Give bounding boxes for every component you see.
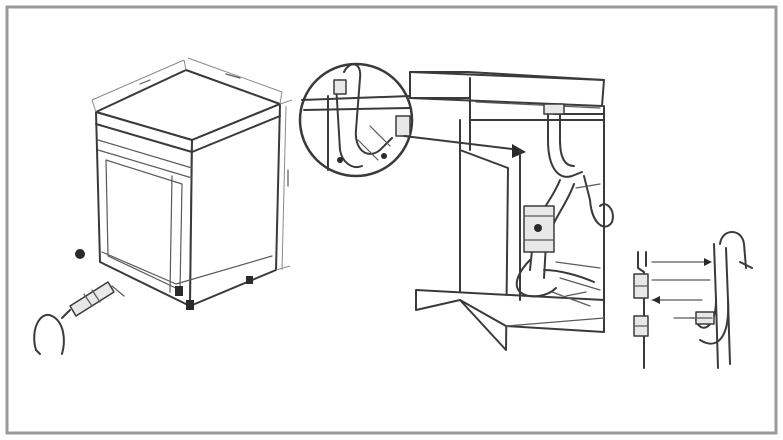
countertop bbox=[409, 71, 605, 107]
diagram-border bbox=[5, 5, 778, 435]
trap-detail bbox=[633, 231, 753, 369]
p-trap bbox=[583, 175, 614, 228]
hose-hook bbox=[33, 313, 65, 355]
magnifier-detail bbox=[298, 62, 414, 178]
front-foot bbox=[175, 286, 183, 296]
trap-pipe-icon bbox=[719, 231, 747, 269]
inlet-hose-assembly bbox=[33, 249, 125, 355]
sink-cabinet bbox=[409, 71, 614, 351]
dishwasher-front bbox=[95, 111, 193, 307]
screw-icon bbox=[75, 249, 85, 259]
dishwasher-unit bbox=[91, 57, 293, 310]
